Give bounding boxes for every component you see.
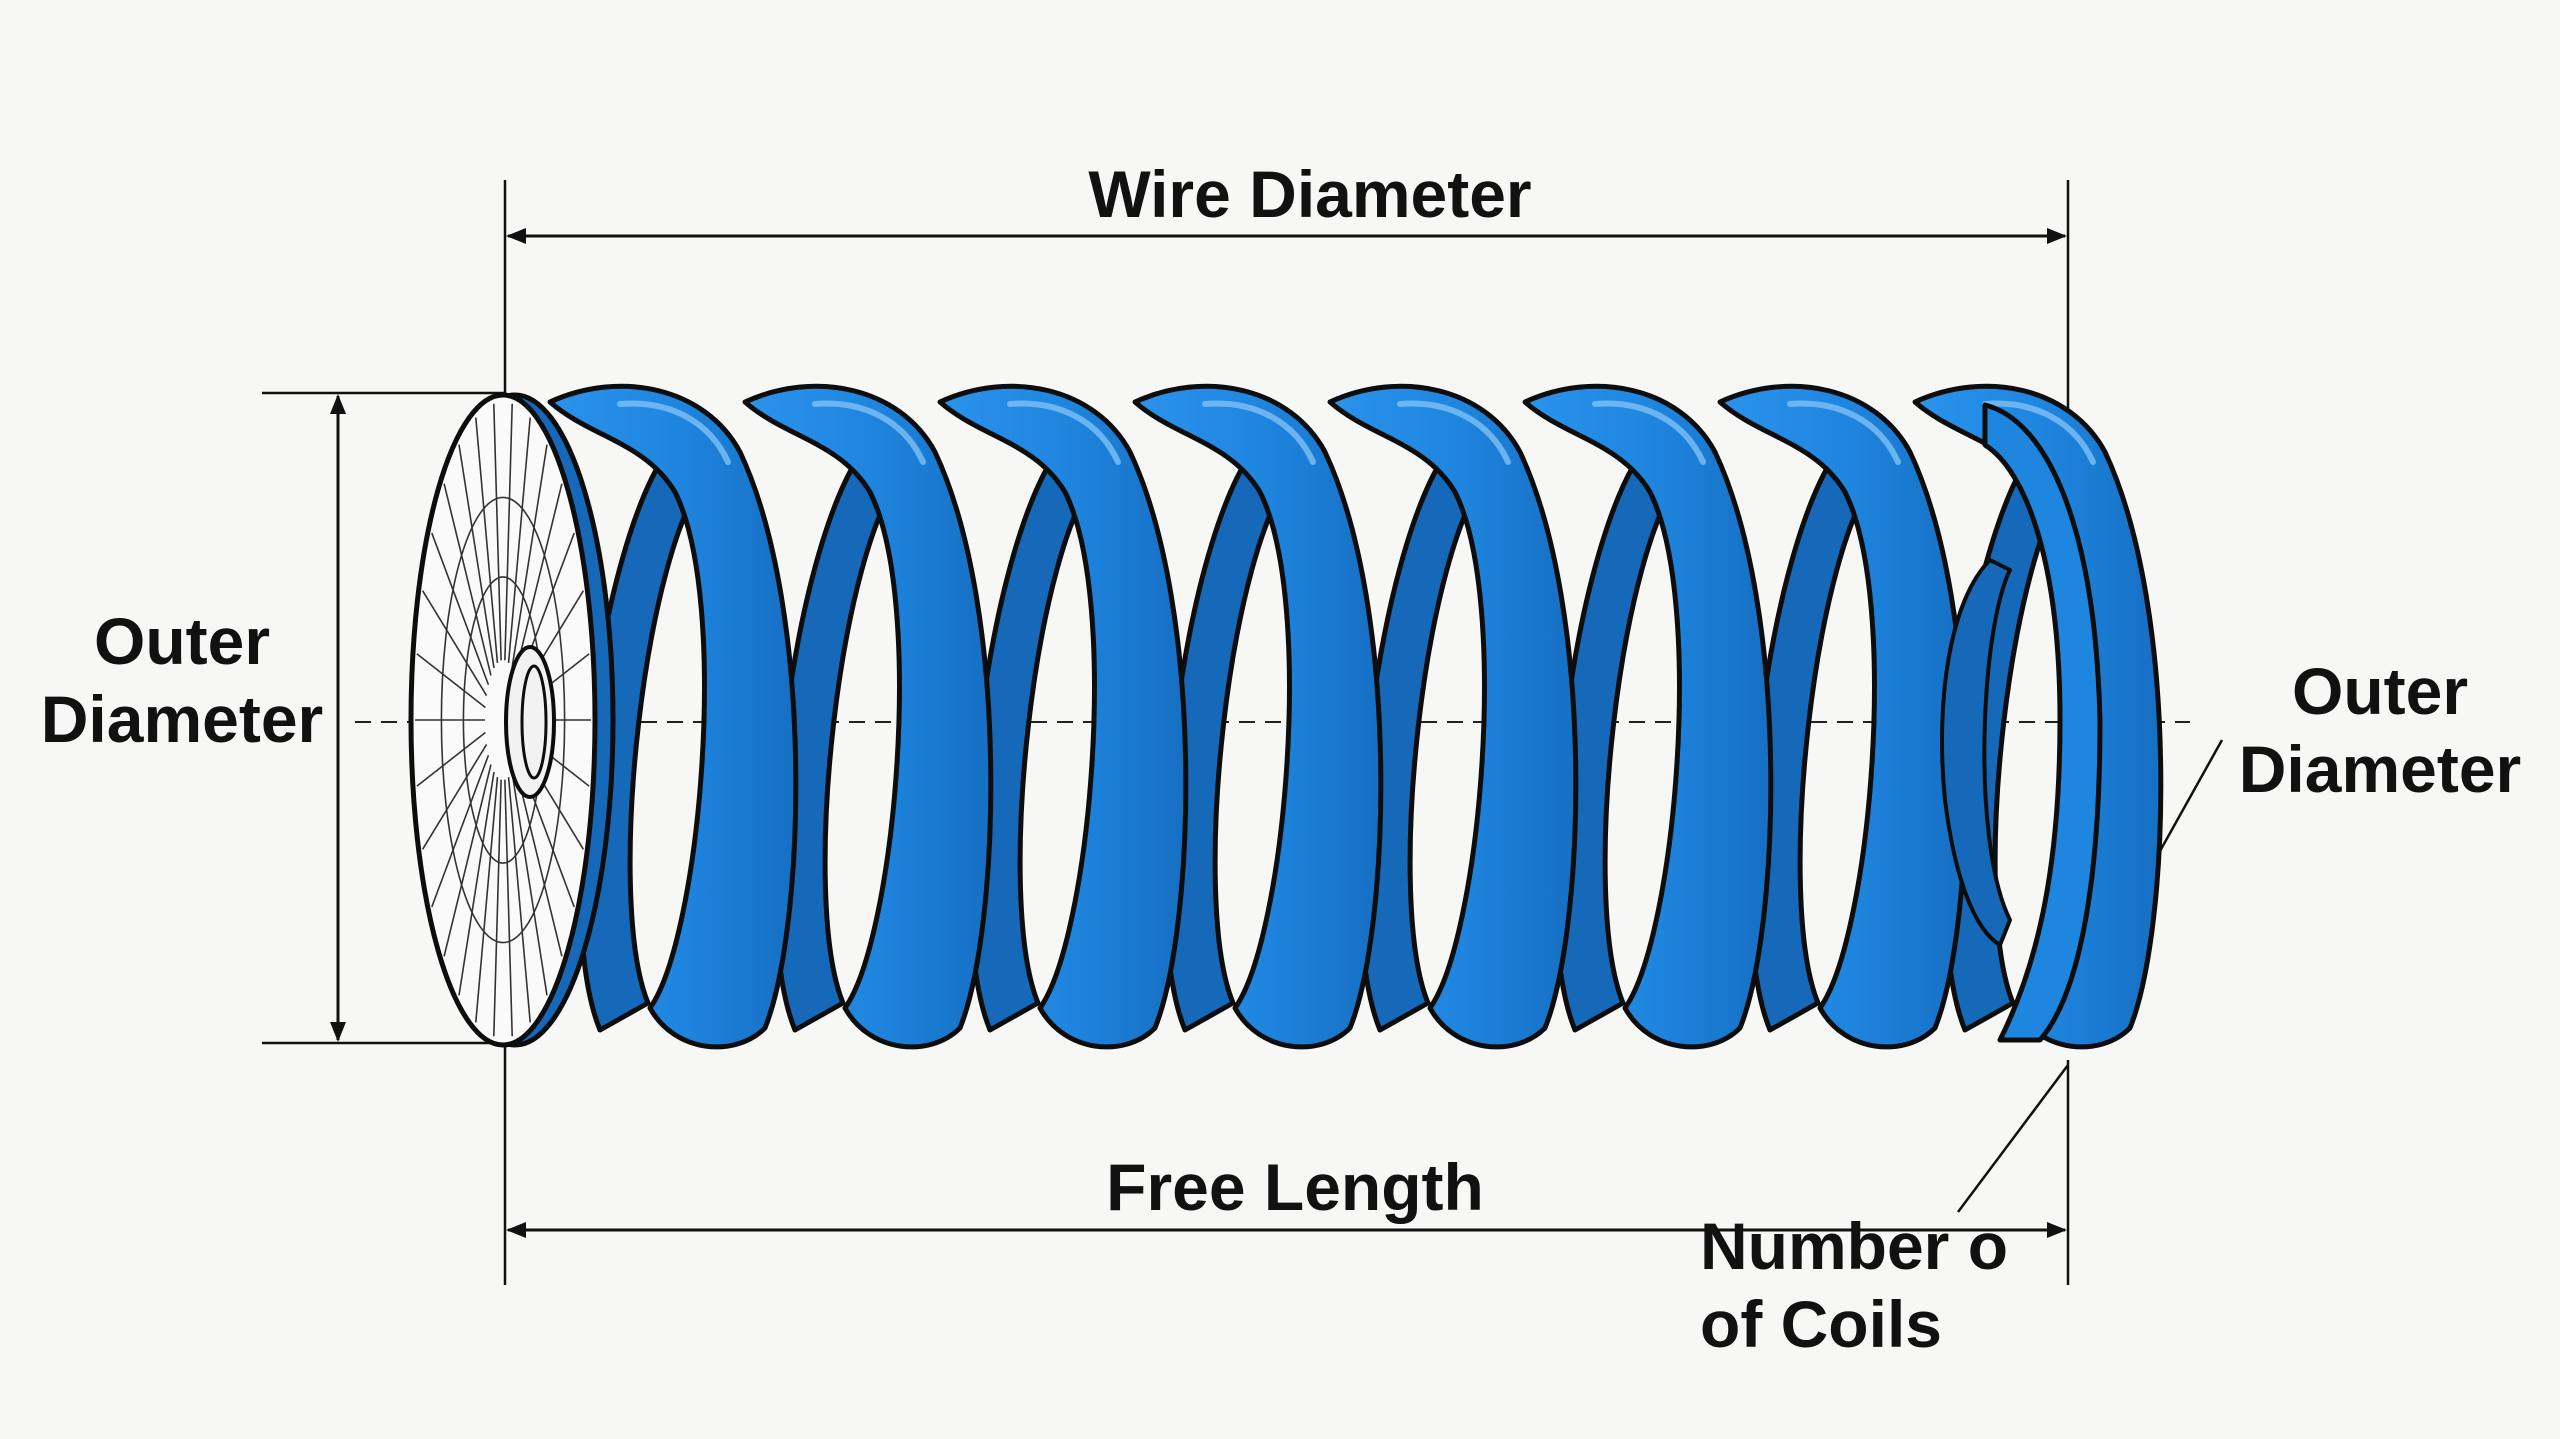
bottom-dimension-label: Free Length (1106, 1150, 1484, 1224)
cap-hatch-line (493, 779, 502, 1037)
cap-hatch-line (416, 653, 486, 709)
cap-hatch-line (458, 771, 495, 996)
coil-back-strand (1747, 434, 1883, 1033)
left-diameter-label-line2: Diameter (40, 682, 324, 756)
coil-highlight (1397, 400, 1511, 465)
cap-hatch-line (443, 764, 492, 957)
coil-highlight (812, 400, 926, 465)
coil-front-strand (742, 383, 994, 1050)
coil-highlight (1592, 400, 1706, 465)
coil-front-strand (1522, 383, 1774, 1050)
spring-coils (547, 383, 2164, 1050)
coil-back-strand (772, 434, 908, 1033)
coil-back-strand (1162, 434, 1298, 1033)
top-dimension-label: Wire Diameter (1088, 157, 1532, 231)
cap-hatch-line (504, 779, 513, 1037)
left-diameter-label-line1: Outer (93, 604, 271, 678)
cap-hatch-line (431, 532, 490, 686)
coils-label-line2: of Coils (1700, 1287, 1942, 1361)
coil-back-strand (967, 434, 1103, 1033)
right-diameter-label-line2: Diameter (2238, 732, 2522, 806)
coil-end-inner (1940, 558, 2012, 947)
coils-leader (1956, 1064, 2070, 1213)
cap-hatch-line (514, 764, 563, 957)
cap-hatch-line (416, 731, 486, 787)
cap-hatch-line (511, 771, 548, 996)
right-diameter-label-line1: Outer (2291, 654, 2469, 728)
right-diameter-label: Outer Diameter (2225, 652, 2535, 808)
coil-highlight (1007, 400, 1121, 465)
coil-highlight (1787, 400, 1901, 465)
coil-highlight (1202, 400, 1316, 465)
cap-hatch-line (421, 590, 488, 697)
coil-back-strand (1552, 434, 1688, 1033)
coil-end-ring (1982, 402, 2103, 1043)
cap-hatch-line (421, 743, 488, 850)
coil-back-strand (577, 434, 713, 1033)
coil-front-strand (937, 383, 1189, 1050)
left-diameter-label: Outer Diameter (22, 602, 342, 758)
coil-front-strand (547, 383, 799, 1050)
coil-highlight (1982, 400, 2096, 465)
cap-hatch-line (431, 754, 490, 908)
coil-front-strand (1132, 383, 1384, 1050)
left-end-cap (408, 392, 616, 1048)
cap-hatch-line (511, 444, 548, 669)
cap-hatch-line (475, 417, 499, 664)
cap-hatch-line (504, 403, 513, 661)
cap-hatch-ring (440, 496, 566, 944)
cap-hatch-line (493, 403, 502, 661)
dimension-arrows (330, 228, 2067, 1238)
cap-hatch-line (507, 417, 531, 664)
coil-front-strand (1717, 383, 1969, 1050)
cap-hatch-line (458, 444, 495, 669)
coil-front-strand (1327, 383, 1579, 1050)
cap-hatch-line (475, 776, 499, 1023)
cap-hatch-line (443, 483, 492, 676)
coil-back-strand (1357, 434, 1493, 1033)
cap-hatch-line (514, 483, 563, 676)
cap-hatch-line (507, 776, 531, 1023)
coil-highlight (617, 400, 731, 465)
coils-label-line1: Number o (1700, 1209, 2009, 1283)
coils-label: Number o of Coils (1700, 1207, 2060, 1363)
